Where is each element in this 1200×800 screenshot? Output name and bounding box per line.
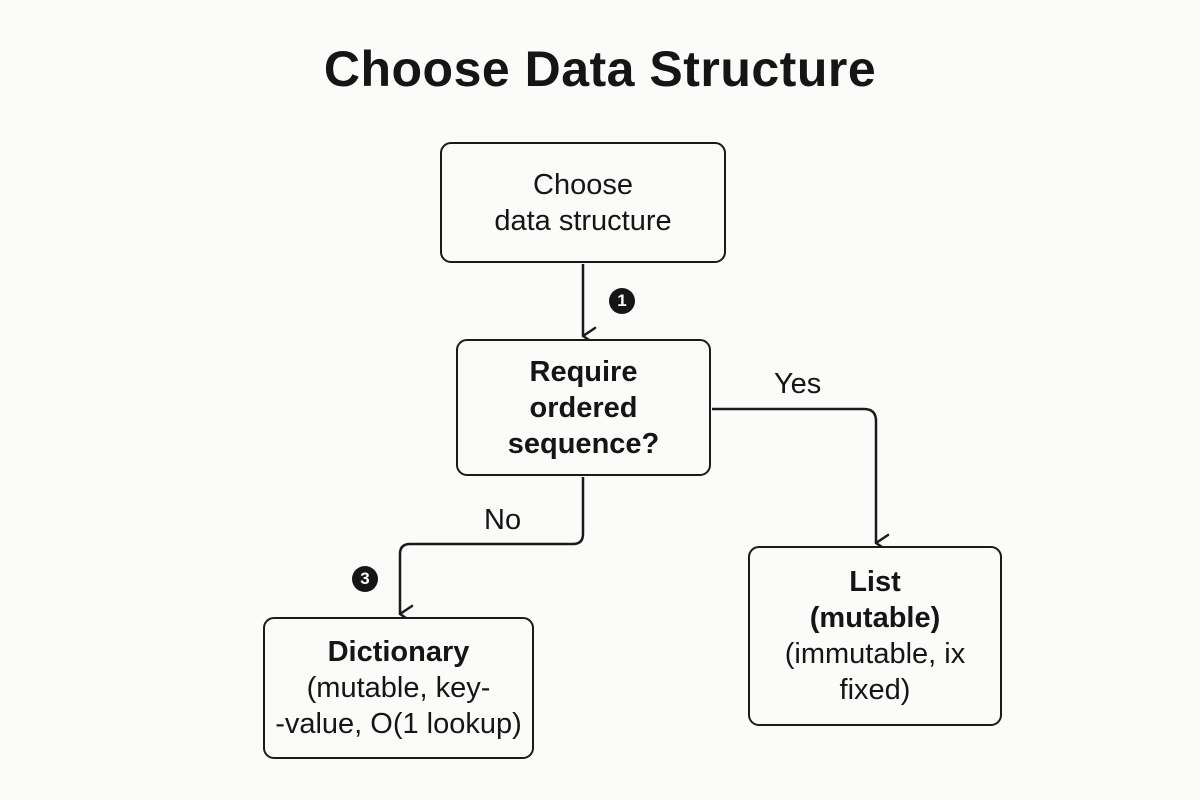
start-node-line: data structure xyxy=(494,204,672,237)
step-1-badge: 1 xyxy=(609,288,635,314)
edge-decision-to-list xyxy=(712,407,890,553)
no-edge-label: No xyxy=(484,504,522,536)
decision-node-line: ordered xyxy=(529,391,638,424)
start-node: Choose data structure xyxy=(440,142,726,263)
start-node-line: Choose xyxy=(533,168,633,201)
edge-decision-to-dictionary xyxy=(398,477,585,624)
list-node-line: (immutable, ix xyxy=(784,638,966,670)
dictionary-node-line: (mutable, key- xyxy=(306,672,491,704)
step-3-badge: 3 xyxy=(352,566,378,592)
list-node-line: fixed) xyxy=(839,674,911,706)
list-node-line: (mutable) xyxy=(809,602,941,634)
list-node: List (mutable) (immutable, ix fixed) xyxy=(748,546,1002,726)
decision-node-line: sequence? xyxy=(507,427,660,460)
dictionary-node-line: -value, O(1 lookup) xyxy=(275,708,522,740)
decision-node-line: Require xyxy=(529,355,638,388)
diagram-title: Choose Data Structure xyxy=(323,41,877,97)
dictionary-node: Dictionary (mutable, key- -value, O(1 lo… xyxy=(263,617,534,759)
decision-node: Require ordered sequence? xyxy=(456,339,711,476)
dictionary-node-heading: Dictionary xyxy=(327,636,470,668)
yes-edge-label: Yes xyxy=(774,368,822,400)
list-node-heading: List xyxy=(849,566,901,598)
